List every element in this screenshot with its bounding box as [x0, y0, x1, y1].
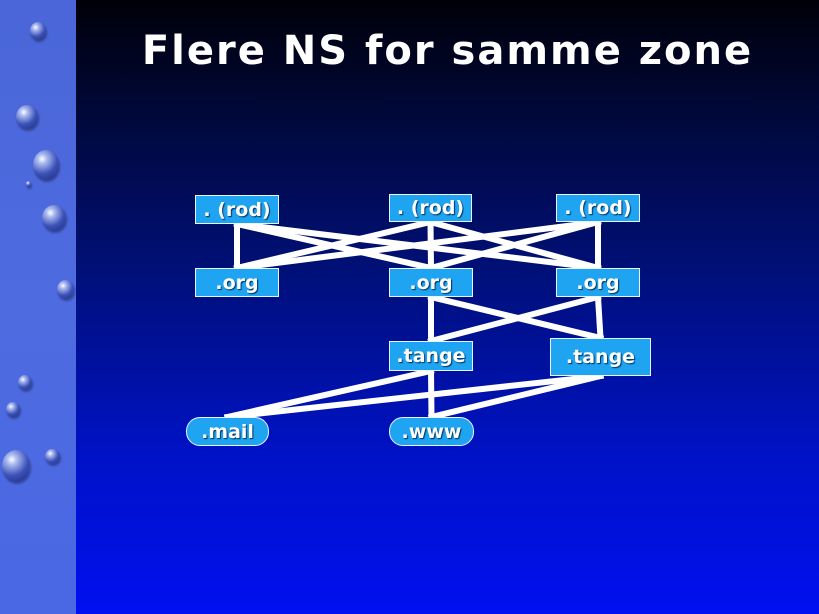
root-node-1: . (rod) [195, 195, 279, 224]
water-drop-icon [57, 280, 74, 299]
org-node-1: .org [195, 268, 279, 297]
water-drop-icon [30, 22, 46, 40]
mail-node: .mail [186, 417, 269, 446]
edge-root3-org2 [427, 218, 602, 272]
water-drop-icon [6, 402, 20, 417]
decorative-sidebar [0, 0, 76, 614]
water-drop-icon [26, 181, 31, 187]
edge-root2-org1 [233, 218, 435, 272]
www-node: .www [389, 417, 474, 446]
edge-org3-tange1 [427, 293, 602, 345]
water-drop-icon [2, 450, 30, 482]
edge-tange1-mail [223, 367, 435, 421]
edge-root3-org1 [233, 218, 602, 272]
slide-background [76, 0, 819, 614]
water-drop-icon [16, 105, 38, 129]
org-node-2: .org [389, 268, 473, 297]
edge-tange2-mail [224, 372, 604, 421]
water-drop-icon [45, 449, 60, 464]
root-node-2: . (rod) [389, 194, 472, 222]
slide-title: Flere NS for samme zone [141, 28, 754, 74]
tange-node-1: .tange [389, 341, 473, 371]
org-node-3: .org [556, 268, 640, 297]
water-drop-icon [42, 205, 66, 231]
root-node-3: . (rod) [556, 194, 640, 222]
tange-node-2: .tange [550, 338, 651, 376]
water-drop-icon [18, 375, 32, 390]
edge-tange2-www [427, 372, 605, 421]
edge-org3-tange2 [594, 293, 604, 342]
water-drop-icon [33, 150, 59, 180]
